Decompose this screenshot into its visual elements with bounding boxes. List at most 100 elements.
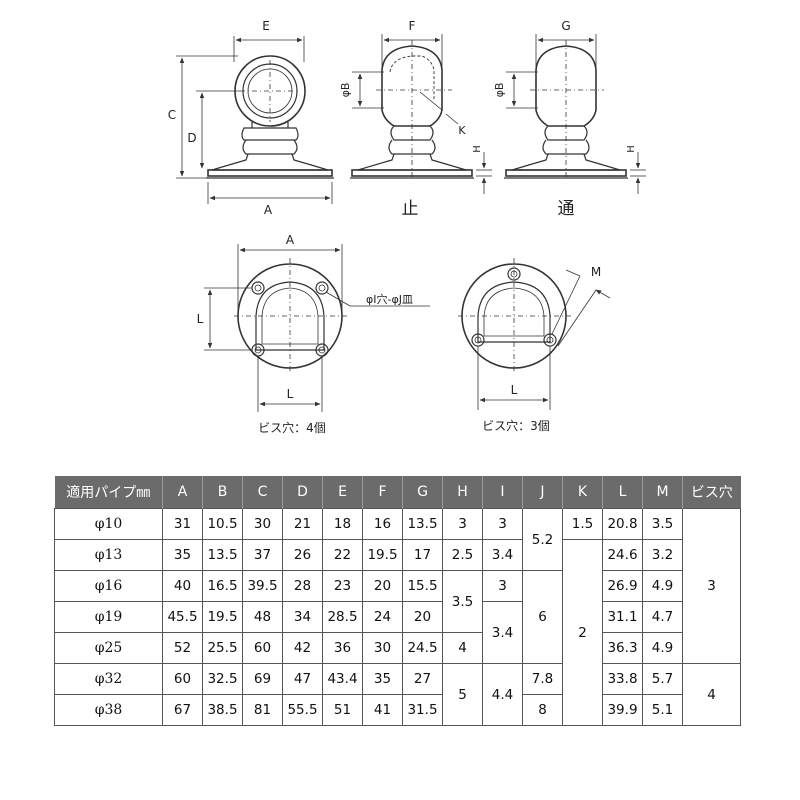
technical-drawing: E C D A K F [168, 19, 646, 435]
table-cell: 52 [162, 632, 203, 664]
table-cell: 41 [362, 694, 403, 726]
table-cell: 26.9 [602, 570, 643, 602]
dim-label-l-vertical: L [197, 312, 204, 326]
table-cell: 20 [402, 601, 443, 633]
table-cell: 4.4 [482, 663, 523, 726]
table-cell: 4.7 [642, 601, 683, 633]
table-cell: 24 [362, 601, 403, 633]
table-cell: 1.5 [562, 508, 603, 540]
table-cell: 40 [162, 570, 203, 602]
table-cell: 60 [162, 663, 203, 695]
table-cell: 4.9 [642, 570, 683, 602]
table-cell: 17 [402, 539, 443, 571]
dim-label-d: D [187, 131, 196, 145]
col-header: H [442, 476, 483, 509]
pipe-size-cell: φ19 [54, 601, 163, 633]
col-header: ビス穴 [682, 476, 741, 509]
table-cell: 23 [322, 570, 363, 602]
pipe-size-cell: φ13 [54, 539, 163, 571]
col-header: G [402, 476, 443, 509]
hole-note: φI穴-φJ皿 [366, 292, 413, 306]
table-cell: 8 [522, 694, 563, 726]
spec-table: 適用パイプ㎜ A B C D E F G H I J K L M ビス穴 φ10… [54, 476, 741, 726]
col-header: A [162, 476, 203, 509]
dim-label-h-stop: H [472, 145, 483, 153]
table-cell: 4.9 [642, 632, 683, 664]
table-cell: 5 [442, 663, 483, 726]
table-row: φ19 45.5 19.5 48 34 28.5 24 20 3.4 31.1 … [54, 601, 741, 664]
table-cell: 26 [282, 539, 323, 571]
dim-label-e: E [262, 19, 270, 33]
dim-label-f: F [409, 19, 416, 33]
col-header: M [642, 476, 683, 509]
table-cell: 24.5 [402, 632, 443, 664]
col-header: D [282, 476, 323, 509]
table-cell: 47 [282, 663, 323, 695]
dim-label-g: G [561, 19, 570, 33]
table-cell: 13.5 [402, 508, 443, 540]
dim-label-a-bottom: A [286, 233, 295, 247]
dim-label-l-3hole: L [511, 383, 518, 397]
table-cell: 55.5 [282, 694, 323, 726]
table-cell: 48 [242, 601, 283, 633]
col-header: I [482, 476, 523, 509]
dim-label-k: K [458, 124, 466, 137]
pipe-size-cell: φ38 [54, 694, 163, 726]
table-cell: 35 [362, 663, 403, 695]
table-cell: 5.7 [642, 663, 683, 695]
table-cell: 21 [282, 508, 323, 540]
through-type-view: G φB H 通 [493, 19, 646, 219]
table-cell: 3 [442, 508, 483, 540]
table-cell: 69 [242, 663, 283, 695]
col-header: K [562, 476, 603, 509]
table-cell: 6 [522, 570, 563, 664]
table-cell: 4 [682, 663, 741, 726]
table-cell: 60 [242, 632, 283, 664]
table-cell: 19.5 [202, 601, 243, 633]
col-header: B [202, 476, 243, 509]
table-row: φ38 67 38.5 81 55.5 51 41 31.5 8 39.9 5.… [54, 694, 741, 726]
table-cell: 37 [242, 539, 283, 571]
table-cell: 42 [282, 632, 323, 664]
table-cell: 32.5 [202, 663, 243, 695]
table-cell: 30 [362, 632, 403, 664]
table-cell: 19.5 [362, 539, 403, 571]
table-cell: 3.4 [482, 539, 523, 571]
dim-label-h-through: H [626, 145, 637, 153]
table-cell: 13.5 [202, 539, 243, 571]
screw-count-3-label: ビス穴：3個 [482, 418, 550, 433]
table-cell: 31.5 [402, 694, 443, 726]
stop-type-view: K F φB H 止 [339, 19, 492, 219]
table-cell: 30 [242, 508, 283, 540]
col-header: F [362, 476, 403, 509]
table-cell: 3.5 [442, 570, 483, 633]
table-cell: 15.5 [402, 570, 443, 602]
table-cell: 2 [562, 539, 603, 726]
col-header: J [522, 476, 563, 509]
through-type-label: 通 [558, 199, 575, 219]
bottom-view-3-holes: M L ビス穴：3個 [458, 258, 611, 433]
table-cell: 27 [402, 663, 443, 695]
stop-type-label: 止 [402, 199, 419, 219]
table-row: φ32 60 32.5 69 47 43.4 35 27 5 4.4 7.8 3… [54, 663, 741, 726]
dim-label-phib-through: φB [493, 83, 506, 98]
table-row: φ16 40 16.5 39.5 28 23 20 15.5 3.5 3 6 2… [54, 570, 741, 664]
table-cell: 3 [482, 508, 523, 540]
table-cell: 7.8 [522, 663, 563, 695]
dim-label-phib-stop: φB [339, 83, 352, 98]
col-header: 適用パイプ㎜ [54, 476, 163, 509]
table-cell: 31.1 [602, 601, 643, 633]
table-cell: 16 [362, 508, 403, 540]
table-cell: 36 [322, 632, 363, 664]
table-cell: 3.4 [482, 601, 523, 664]
pipe-size-cell: φ32 [54, 663, 163, 695]
table-cell: 5.1 [642, 694, 683, 726]
table-row: φ13 35 13.5 37 26 22 19.5 17 2.5 3.4 2 2… [54, 539, 741, 726]
table-cell: 4 [442, 632, 483, 664]
table-cell: 24.6 [602, 539, 643, 571]
table-cell: 28 [282, 570, 323, 602]
table-cell: 5.2 [522, 508, 563, 571]
table-cell: 39.5 [242, 570, 283, 602]
dim-label-m: M [591, 265, 601, 279]
table-cell: 16.5 [202, 570, 243, 602]
